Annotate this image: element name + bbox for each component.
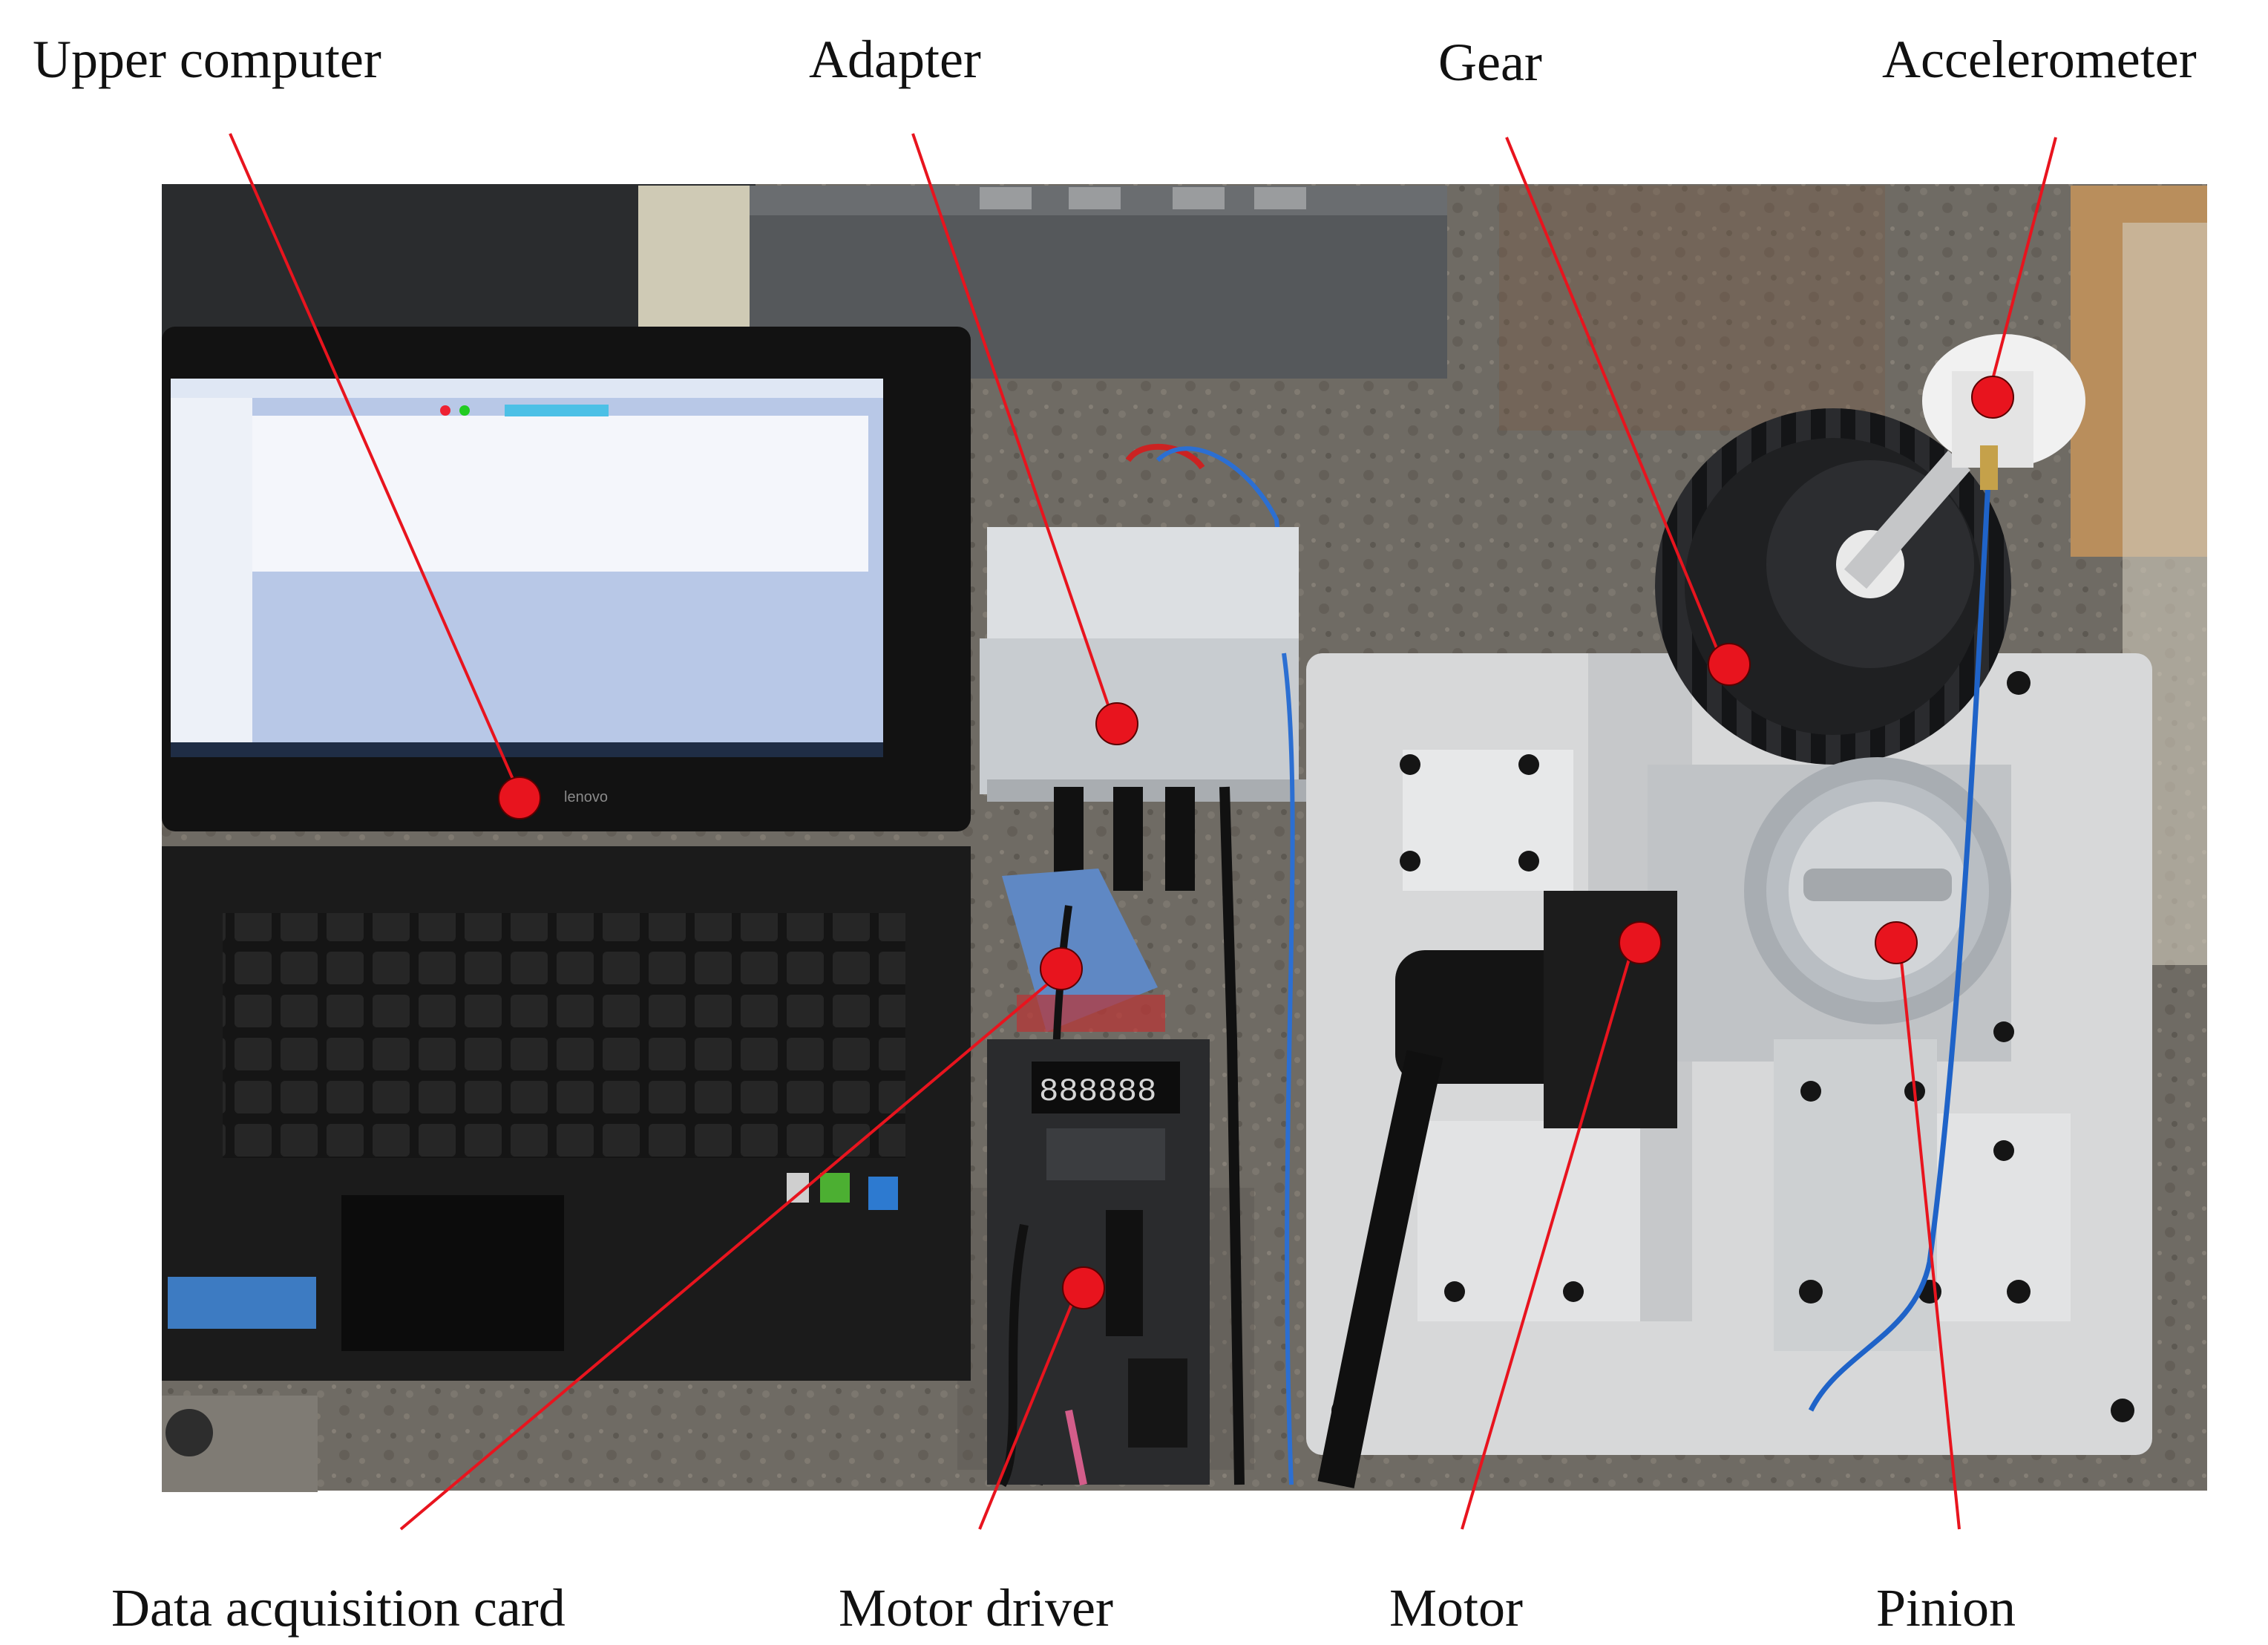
adapter-box xyxy=(980,443,1306,1485)
pinion-assembly xyxy=(1744,757,2011,1024)
label-upper-computer: Upper computer xyxy=(33,30,381,89)
label-motor-driver: Motor driver xyxy=(839,1578,1113,1638)
callout-line-pinion xyxy=(1898,946,1961,1530)
label-pinion: Pinion xyxy=(1876,1578,2016,1638)
callout-markers xyxy=(498,376,2014,1309)
label-gear: Gear xyxy=(1438,33,1542,92)
laptop-brand-text: lenovo xyxy=(564,789,608,805)
marker-upper-computer xyxy=(498,776,541,820)
motor-driver-unit: 888888 xyxy=(987,1039,1210,1488)
driver-display-text: 888888 xyxy=(1039,1073,1156,1111)
callout-line-motor xyxy=(1461,946,1634,1530)
label-data-acquisition-card: Data acquisition card xyxy=(111,1578,566,1638)
callout-line-upper-computer xyxy=(229,133,521,795)
callout-line-adapter xyxy=(911,133,1115,721)
marker-accelerometer xyxy=(1971,376,2014,419)
marker-pinion xyxy=(1875,921,1918,964)
callout-line-accelerometer xyxy=(1987,137,2057,394)
callout-line-motor-driver xyxy=(978,1283,1081,1530)
background-equipment xyxy=(162,184,2207,1492)
label-adapter: Adapter xyxy=(809,30,981,89)
marker-gear xyxy=(1708,643,1751,686)
touchpad xyxy=(341,1195,564,1351)
gear-assembly xyxy=(1655,408,2011,765)
label-motor: Motor xyxy=(1389,1578,1523,1638)
callout-line-daq-card xyxy=(399,971,1063,1531)
label-accelerometer: Accelerometer xyxy=(1882,30,2197,89)
laptop: lenovo xyxy=(162,327,971,1381)
marker-motor xyxy=(1619,921,1662,964)
callout-line-gear xyxy=(1505,137,1723,661)
marker-motor-driver xyxy=(1062,1266,1105,1309)
callout-lines xyxy=(229,133,2057,1531)
marker-adapter xyxy=(1095,702,1138,745)
marker-daq-card xyxy=(1040,947,1083,990)
